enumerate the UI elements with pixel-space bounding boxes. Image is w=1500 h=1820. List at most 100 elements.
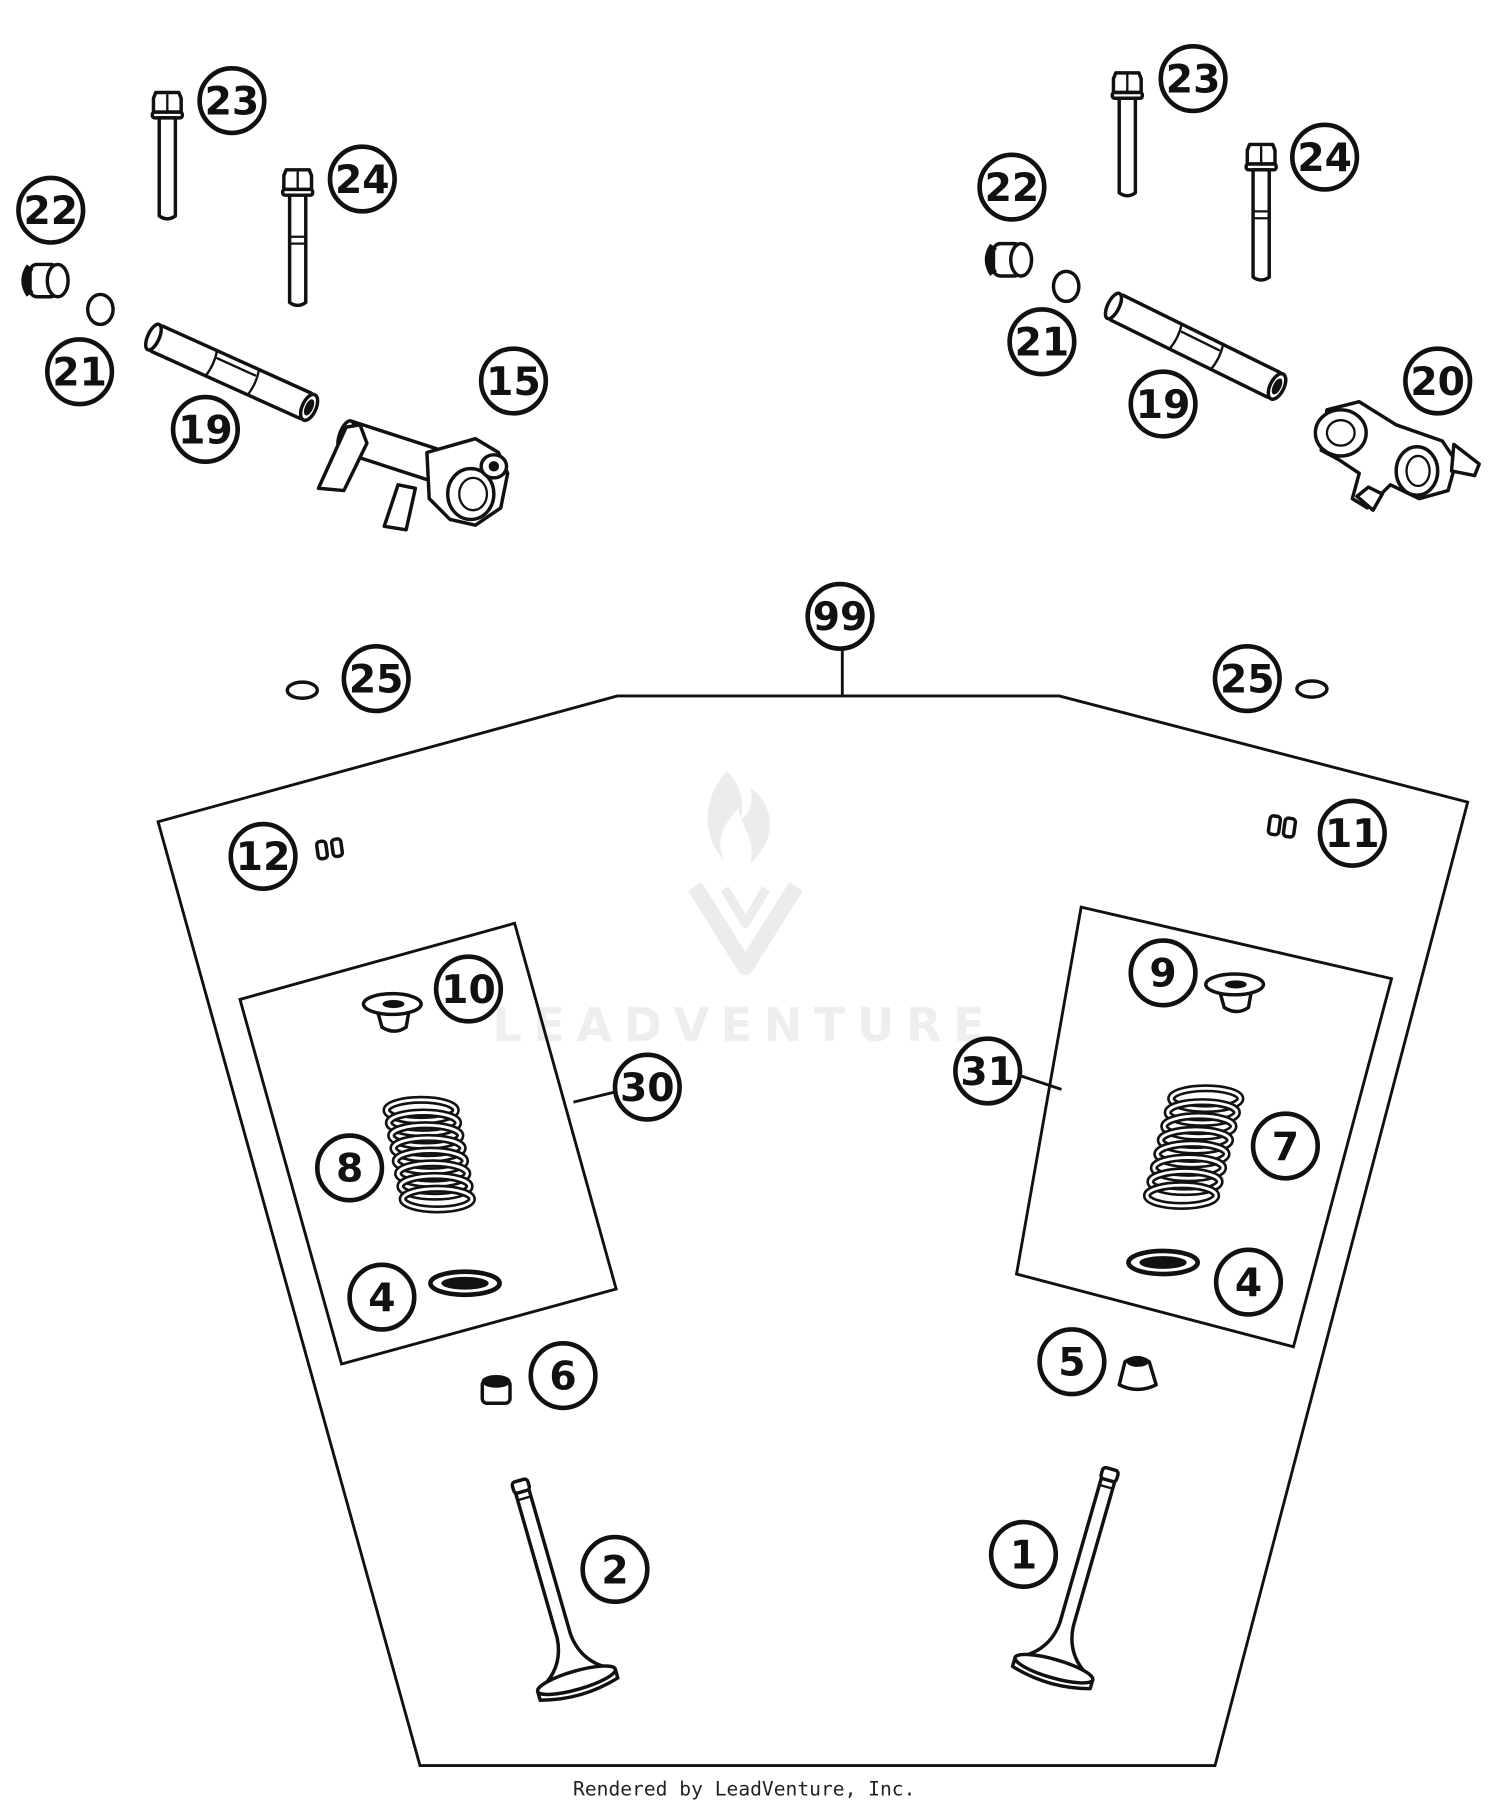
callout-31: 31	[953, 1036, 1023, 1106]
callout-6: 6	[528, 1340, 598, 1411]
callout-circle	[977, 152, 1047, 222]
valve-assembly-frame-99	[156, 694, 1470, 1768]
callout-circle	[228, 821, 298, 891]
o-ring-21-left	[85, 292, 115, 327]
spring-seat-4-right	[1126, 1248, 1200, 1277]
leader-31	[1019, 1074, 1062, 1091]
callout-4-left: 4	[347, 1262, 417, 1332]
watermark-logo: LEADVENTURE	[492, 770, 996, 1052]
callout-label: 11	[1325, 812, 1380, 857]
callout-circle	[580, 1534, 650, 1605]
callout-label: 31	[960, 1050, 1015, 1095]
callout-circle	[1128, 938, 1198, 1008]
callout-circle	[1037, 1327, 1107, 1397]
valve-stem-seal-5	[1117, 1355, 1158, 1392]
callout-25-left: 25	[341, 644, 411, 714]
callout-5: 5	[1037, 1327, 1107, 1397]
rocker-shaft-19-left	[143, 322, 320, 423]
callout-circle	[1213, 1247, 1284, 1317]
callout-25-right: 25	[1212, 644, 1282, 714]
callout-label: 21	[1015, 321, 1070, 366]
shim-25-left	[285, 680, 320, 700]
callout-label: 21	[52, 351, 107, 396]
callout-99: 99	[805, 581, 875, 651]
bolt-24-right	[1244, 142, 1278, 282]
callout-circle	[1317, 798, 1387, 868]
callout-2: 2	[580, 1534, 650, 1605]
callout-circle	[1007, 307, 1077, 377]
leader-30	[573, 1090, 617, 1104]
valve-spring-8	[382, 1095, 476, 1214]
callout-24-left: 24	[327, 144, 397, 214]
o-ring-21-right	[1051, 269, 1081, 304]
callout-circle	[1158, 44, 1228, 114]
spring-seat-4-left	[428, 1269, 502, 1298]
callout-20: 20	[1403, 346, 1473, 416]
callout-label: 4	[368, 1276, 395, 1321]
callout-circle	[805, 581, 875, 651]
callout-19-left: 19	[170, 394, 240, 465]
watermark-v-icon	[687, 882, 803, 976]
bolt-24-left	[280, 168, 315, 308]
callout-12: 12	[228, 821, 298, 891]
callout-circle	[528, 1340, 598, 1411]
callout-label: 6	[549, 1354, 576, 1399]
callout-circle	[341, 644, 411, 714]
rocker-arm-15	[316, 419, 510, 532]
bolt-23-left	[150, 90, 185, 221]
watermark-text: LEADVENTURE	[492, 998, 996, 1052]
callout-label: 4	[1235, 1261, 1262, 1306]
rocker-shaft-19-right	[1103, 291, 1288, 401]
spring-retainer-9	[1204, 972, 1266, 1014]
callout-label: 12	[236, 835, 291, 880]
plug-22-right	[984, 241, 1034, 278]
callout-circle	[433, 954, 504, 1024]
callout-15: 15	[478, 346, 549, 416]
callout-circle	[45, 337, 115, 407]
callout-circle	[315, 1133, 385, 1203]
callout-8: 8	[315, 1133, 385, 1203]
valve-stem-seal-6	[480, 1374, 512, 1405]
footer-credit: Rendered by LeadVenture, Inc.	[573, 1778, 915, 1801]
valve-spring-kit-frame-30	[238, 921, 618, 1366]
callout-23-left: 23	[197, 65, 267, 136]
watermark-flame-icon	[707, 770, 770, 864]
callout-label: 1	[1010, 1533, 1037, 1578]
callout-label: 9	[1149, 952, 1176, 997]
callout-circle	[170, 394, 240, 465]
callout-circle	[16, 175, 86, 245]
callout-19-right: 19	[1128, 369, 1198, 439]
callout-label: 23	[1166, 58, 1221, 103]
callout-24-right: 24	[1290, 122, 1360, 192]
callout-7: 7	[1250, 1111, 1320, 1181]
callout-label: 20	[1410, 360, 1465, 405]
callout-label: 24	[1297, 136, 1352, 181]
shim-25-right	[1295, 679, 1329, 699]
callout-label: 5	[1058, 1341, 1085, 1386]
callout-circle	[1290, 122, 1360, 192]
callout-22-left: 22	[16, 175, 86, 245]
callout-circle	[953, 1036, 1023, 1106]
callout-11: 11	[1317, 798, 1387, 868]
callout-1: 1	[988, 1519, 1059, 1590]
callout-label: 2	[601, 1548, 628, 1593]
valve-spring-7	[1142, 1084, 1245, 1210]
callout-circle	[347, 1262, 417, 1332]
callout-label: 7	[1272, 1125, 1299, 1170]
callout-label: 23	[205, 79, 260, 124]
valve-spring-kit-frame-31	[1014, 905, 1394, 1349]
callout-circle	[197, 65, 267, 136]
callout-circle	[327, 144, 397, 214]
callout-label: 15	[486, 360, 541, 405]
callout-label: 22	[985, 166, 1040, 211]
rocker-arm-20	[1313, 399, 1481, 512]
watermark-v-inner-icon	[720, 886, 771, 928]
exhaust-valve-2	[510, 1477, 620, 1702]
callout-circle	[1128, 369, 1198, 439]
bolt-23-right	[1110, 71, 1145, 198]
callout-circle	[478, 346, 549, 416]
callout-label: 22	[23, 189, 78, 234]
valve-keepers-12	[314, 837, 345, 861]
callout-10: 10	[433, 954, 504, 1024]
